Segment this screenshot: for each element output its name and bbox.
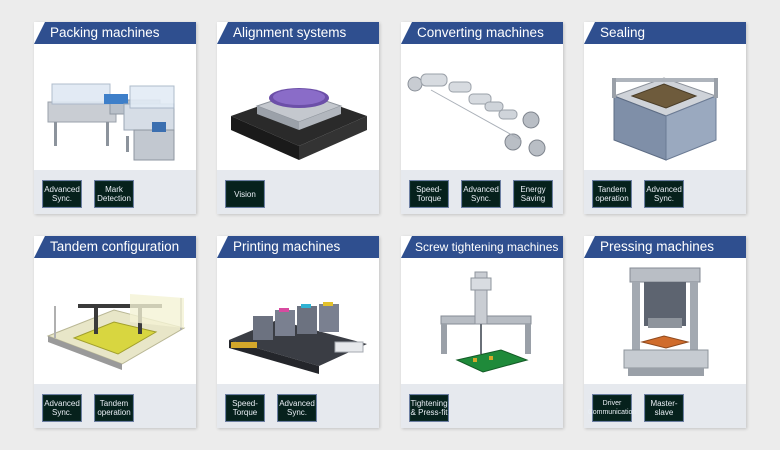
printing-machine-illustration — [229, 302, 367, 374]
tag-advanced-sync[interactable]: Advanced Sync. — [42, 394, 82, 422]
card-sealing[interactable]: Sealing Tandem operation Advanced Sync. — [584, 22, 746, 214]
card-converting-machines[interactable]: Converting machines Speed- Torque Advanc… — [401, 22, 563, 214]
card-title: Pressing machines — [584, 236, 746, 258]
feature-tags: Vision — [217, 170, 379, 214]
card-packing-machines[interactable]: Packing machines Advanced Sync. Mark Det… — [34, 22, 196, 214]
tag-advanced-sync[interactable]: Advanced Sync. — [461, 180, 501, 208]
card-title: Tandem configuration — [34, 236, 196, 258]
card-alignment-systems[interactable]: Alignment systems Vision — [217, 22, 379, 214]
card-title: Screw tightening machines — [401, 236, 563, 258]
tag-advanced-sync[interactable]: Advanced Sync. — [277, 394, 317, 422]
feature-tags: Advanced Sync. Tandem operation — [34, 384, 196, 428]
feature-tags: Tandem operation Advanced Sync. — [584, 170, 746, 214]
feature-tags: Speed- Torque Advanced Sync. — [217, 384, 379, 428]
feature-tags: Tightening & Press-fit — [401, 384, 563, 428]
tag-tightening-press-fit[interactable]: Tightening & Press-fit — [409, 394, 449, 422]
feature-tags: Speed- Torque Advanced Sync. Energy Savi… — [401, 170, 563, 214]
feature-tags: Advanced Sync. Mark Detection — [34, 170, 196, 214]
packing-machine-illustration — [47, 83, 175, 161]
tag-mark-detection[interactable]: Mark Detection — [94, 180, 134, 208]
tag-vision[interactable]: Vision — [225, 180, 265, 208]
tag-advanced-sync[interactable]: Advanced Sync. — [644, 180, 684, 208]
card-tandem-configuration[interactable]: Tandem configuration Advanced Sync. Tand… — [34, 236, 196, 428]
application-grid: Packing machines Advanced Sync. Mark Det… — [34, 22, 762, 428]
card-title: Printing machines — [217, 236, 379, 258]
screw-tightening-machine-illustration — [440, 271, 532, 373]
converting-machine-illustration — [407, 73, 546, 157]
card-title: Converting machines — [401, 22, 563, 44]
sealing-machine-illustration — [612, 77, 718, 161]
pressing-machine-illustration — [623, 267, 709, 376]
tag-energy-saving[interactable]: Energy Saving — [513, 180, 553, 208]
card-printing-machines[interactable]: Printing machines Speed- Torque Advanced… — [217, 236, 379, 428]
tandem-configuration-illustration — [46, 294, 186, 370]
tag-speed-torque[interactable]: Speed- Torque — [409, 180, 449, 208]
tag-advanced-sync[interactable]: Advanced Sync. — [42, 180, 82, 208]
tag-speed-torque[interactable]: Speed- Torque — [225, 394, 265, 422]
card-title: Sealing — [584, 22, 746, 44]
tag-tandem-operation[interactable]: Tandem operation — [592, 180, 632, 208]
alignment-system-illustration — [231, 88, 367, 160]
card-title: Packing machines — [34, 22, 196, 44]
card-pressing-machines[interactable]: Pressing machines Driver Communication M… — [584, 236, 746, 428]
feature-tags: Driver Communication Master- slave — [584, 384, 746, 428]
tag-driver-communication[interactable]: Driver Communication — [588, 394, 636, 422]
card-title: Alignment systems — [217, 22, 379, 44]
card-screw-tightening-machines[interactable]: Screw tightening machines Tightening & P… — [401, 236, 563, 428]
tag-master-slave[interactable]: Master- slave — [644, 394, 684, 422]
tag-tandem-operation[interactable]: Tandem operation — [94, 394, 134, 422]
